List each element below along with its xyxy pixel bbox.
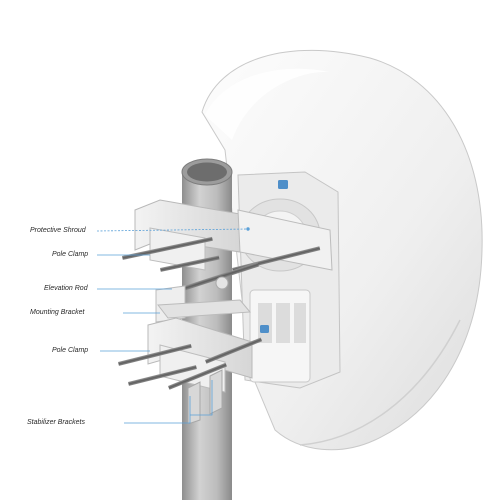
label-elevation-rod: Elevation Rod [44,285,88,292]
elevation-rod [172,262,259,295]
protective-shroud [237,171,341,389]
callout-lines [96,227,250,424]
label-pole-clamp-upper: Pole Clamp [52,251,89,258]
upper-pole-clamp [134,199,333,271]
callout-line-protective-shroud [96,228,249,232]
label-pole-clamp-lower: Pole Clamp [52,347,89,354]
label-protective-shroud: Protective Shroud [30,227,86,234]
lower-pole-clamp [147,317,253,393]
mounting-bracket [155,285,252,323]
label-stabilizer-brackets: Stabilizer Brackets [27,419,85,426]
ubiquiti-u-icon [260,180,288,333]
callout-line-stabilizer-brackets [124,380,213,424]
lower-clamp-rods [117,337,263,390]
label-mounting-bracket: Mounting Bracket [30,309,85,316]
stabilizer-brackets [187,369,223,425]
